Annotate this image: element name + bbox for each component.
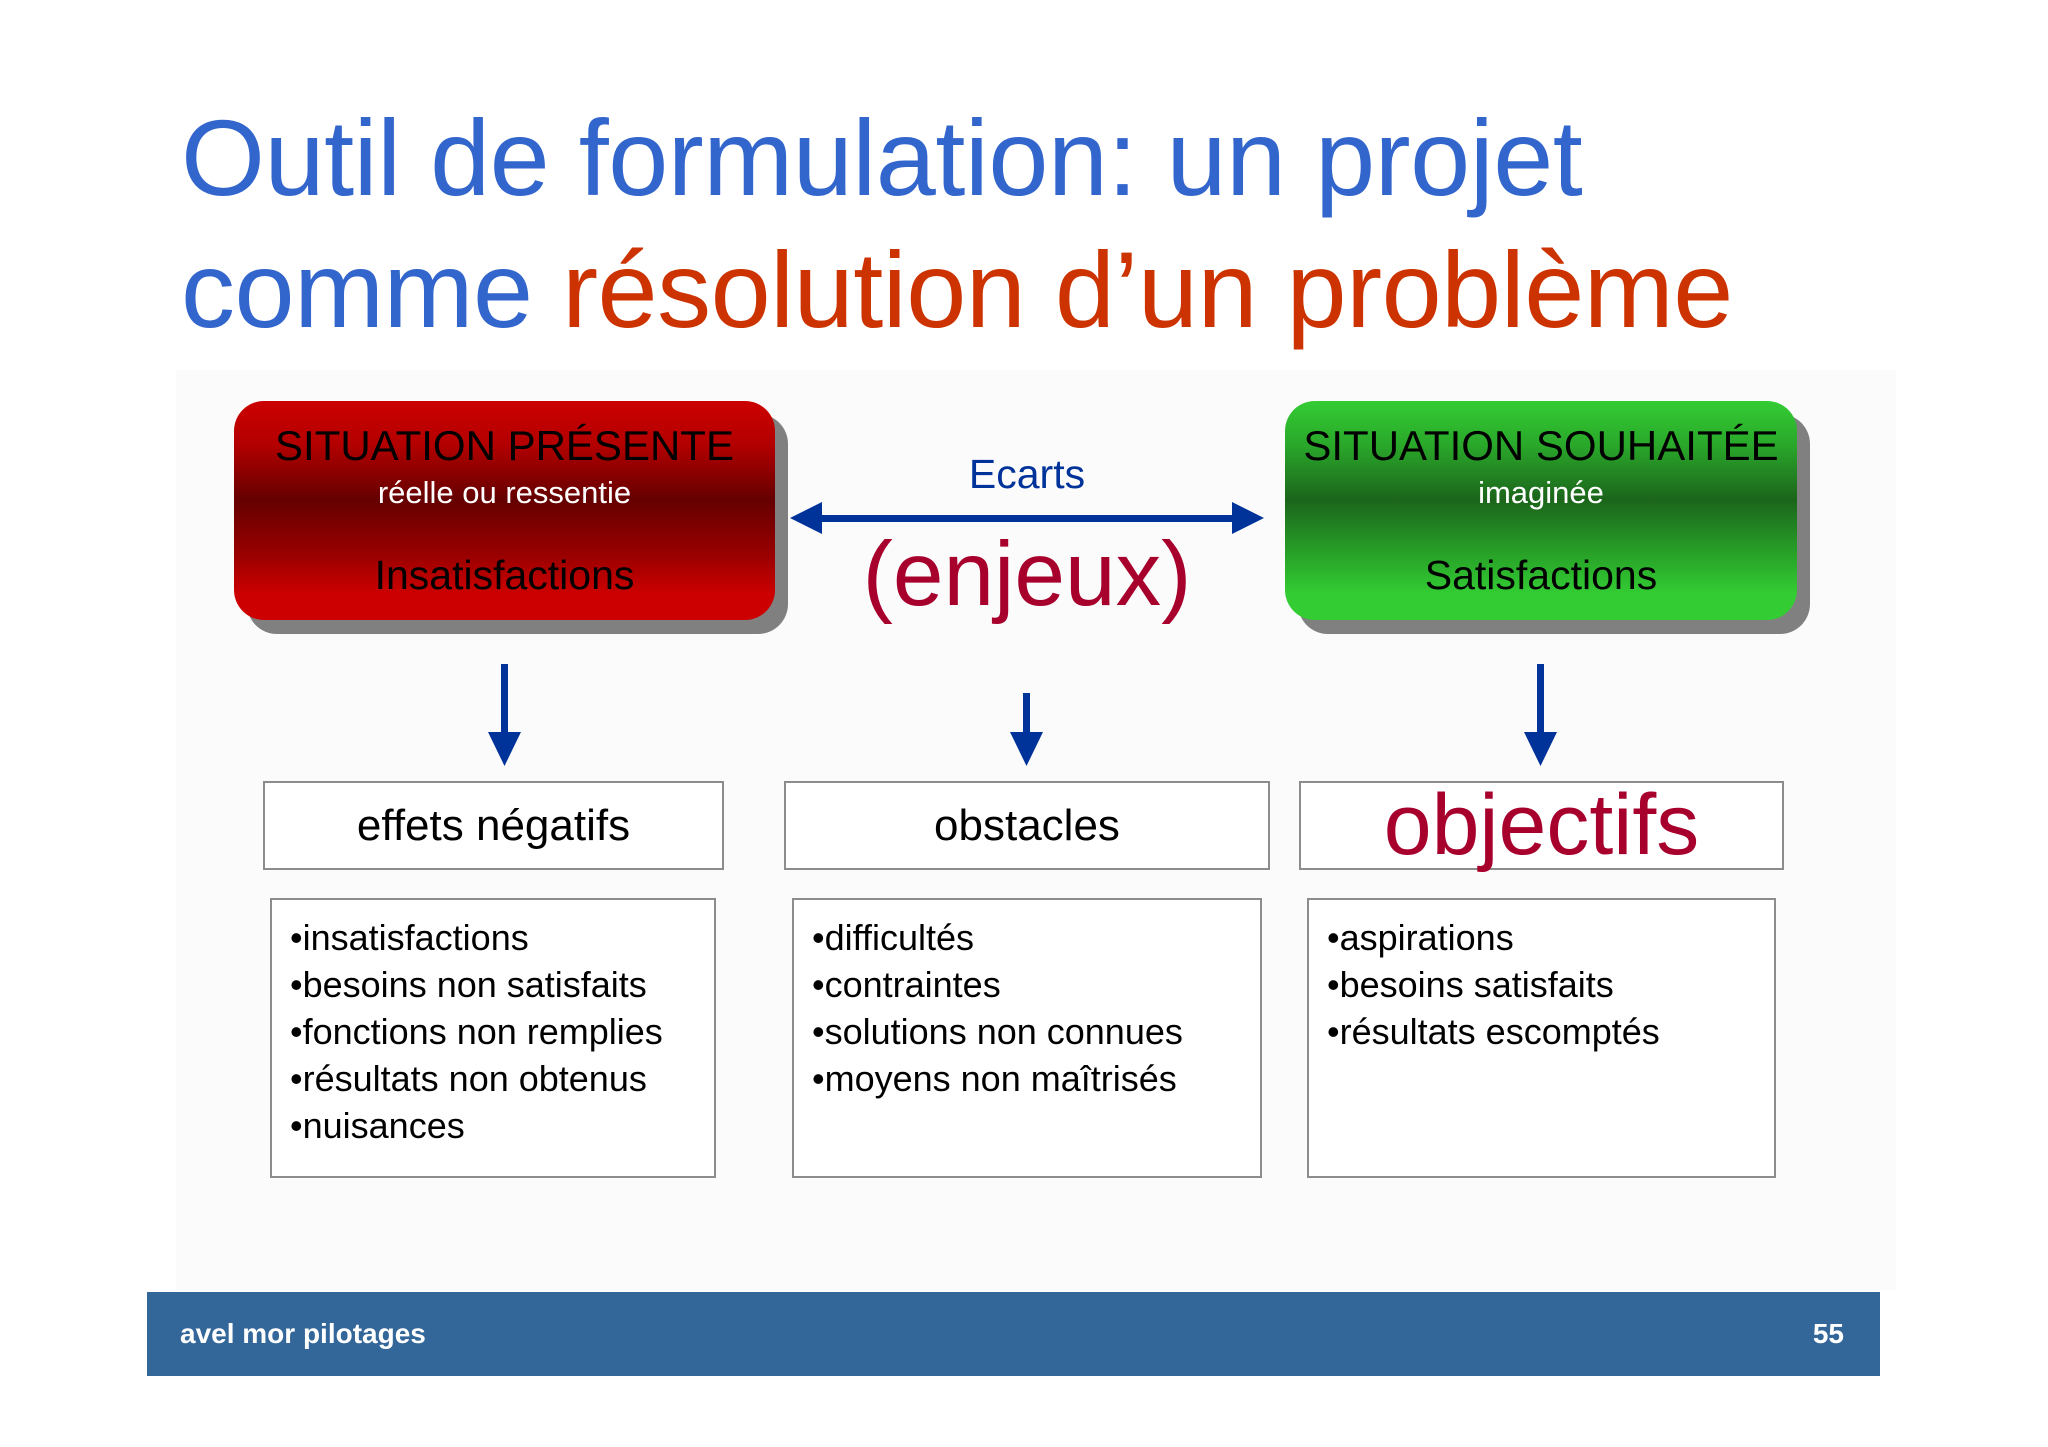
- column-header-objectives: objectifs: [1299, 781, 1784, 870]
- list-item: besoins non satisfaits: [290, 961, 714, 1008]
- situation-present-subtitle: réelle ou ressentie: [377, 475, 632, 510]
- list-item: nuisances: [290, 1102, 714, 1149]
- column-list-negative-effects: insatisfactions besoins non satisfaits f…: [270, 898, 716, 1178]
- down-arrow-icon: [1010, 693, 1043, 766]
- double-headed-arrow-icon: [790, 502, 1264, 534]
- situation-desired-label: Satisfactions: [1424, 552, 1658, 598]
- column-header-negative-effects: effets négatifs: [263, 781, 724, 870]
- list-item: insatisfactions: [290, 914, 714, 961]
- down-arrow-icon: [488, 664, 521, 766]
- title-line-2-accent: résolution d’un problème: [562, 229, 1733, 350]
- column-list-objectives: aspirations besoins satisfaits résultats…: [1307, 898, 1776, 1178]
- situation-desired-box: SITUATION SOUHAITÉE imaginée Satisfactio…: [1285, 401, 1797, 620]
- situation-present-title: SITUATION PRÉSENTE: [275, 422, 734, 469]
- title-line-1: Outil de formulation: un projet: [181, 97, 1583, 218]
- list-item: fonctions non remplies: [290, 1008, 714, 1055]
- gap-sublabel: (enjeux): [862, 524, 1192, 625]
- title-line-2-plain: comme: [181, 229, 563, 350]
- gap-label: Ecarts: [968, 451, 1086, 497]
- footer-company: avel mor pilotages: [180, 1318, 426, 1349]
- list-item: besoins satisfaits: [1327, 961, 1774, 1008]
- list-item: difficultés: [812, 914, 1260, 961]
- situation-desired-subtitle: imaginée: [1478, 475, 1604, 510]
- down-arrow-icon: [1524, 664, 1557, 766]
- slide-title: Outil de formulation: un projet comme ré…: [181, 92, 1733, 356]
- list-item: solutions non connues: [812, 1008, 1260, 1055]
- situation-present-label: Insatisfactions: [374, 552, 635, 598]
- column-list-obstacles: difficultés contraintes solutions non co…: [792, 898, 1262, 1178]
- column-header-obstacles: obstacles: [784, 781, 1270, 870]
- page-number: 55: [1812, 1318, 1844, 1349]
- list-item: résultats escomptés: [1327, 1008, 1774, 1055]
- list-item: aspirations: [1327, 914, 1774, 961]
- situation-desired-title: SITUATION SOUHAITÉE: [1303, 422, 1779, 469]
- situation-present-box: SITUATION PRÉSENTE réelle ou ressentie I…: [234, 401, 775, 620]
- list-item: résultats non obtenus: [290, 1055, 714, 1102]
- title-line-2: comme résolution d’un problème: [181, 224, 1733, 356]
- list-item: contraintes: [812, 961, 1260, 1008]
- list-item: moyens non maîtrisés: [812, 1055, 1260, 1102]
- slide-footer: avel mor pilotages 55: [147, 1292, 1880, 1376]
